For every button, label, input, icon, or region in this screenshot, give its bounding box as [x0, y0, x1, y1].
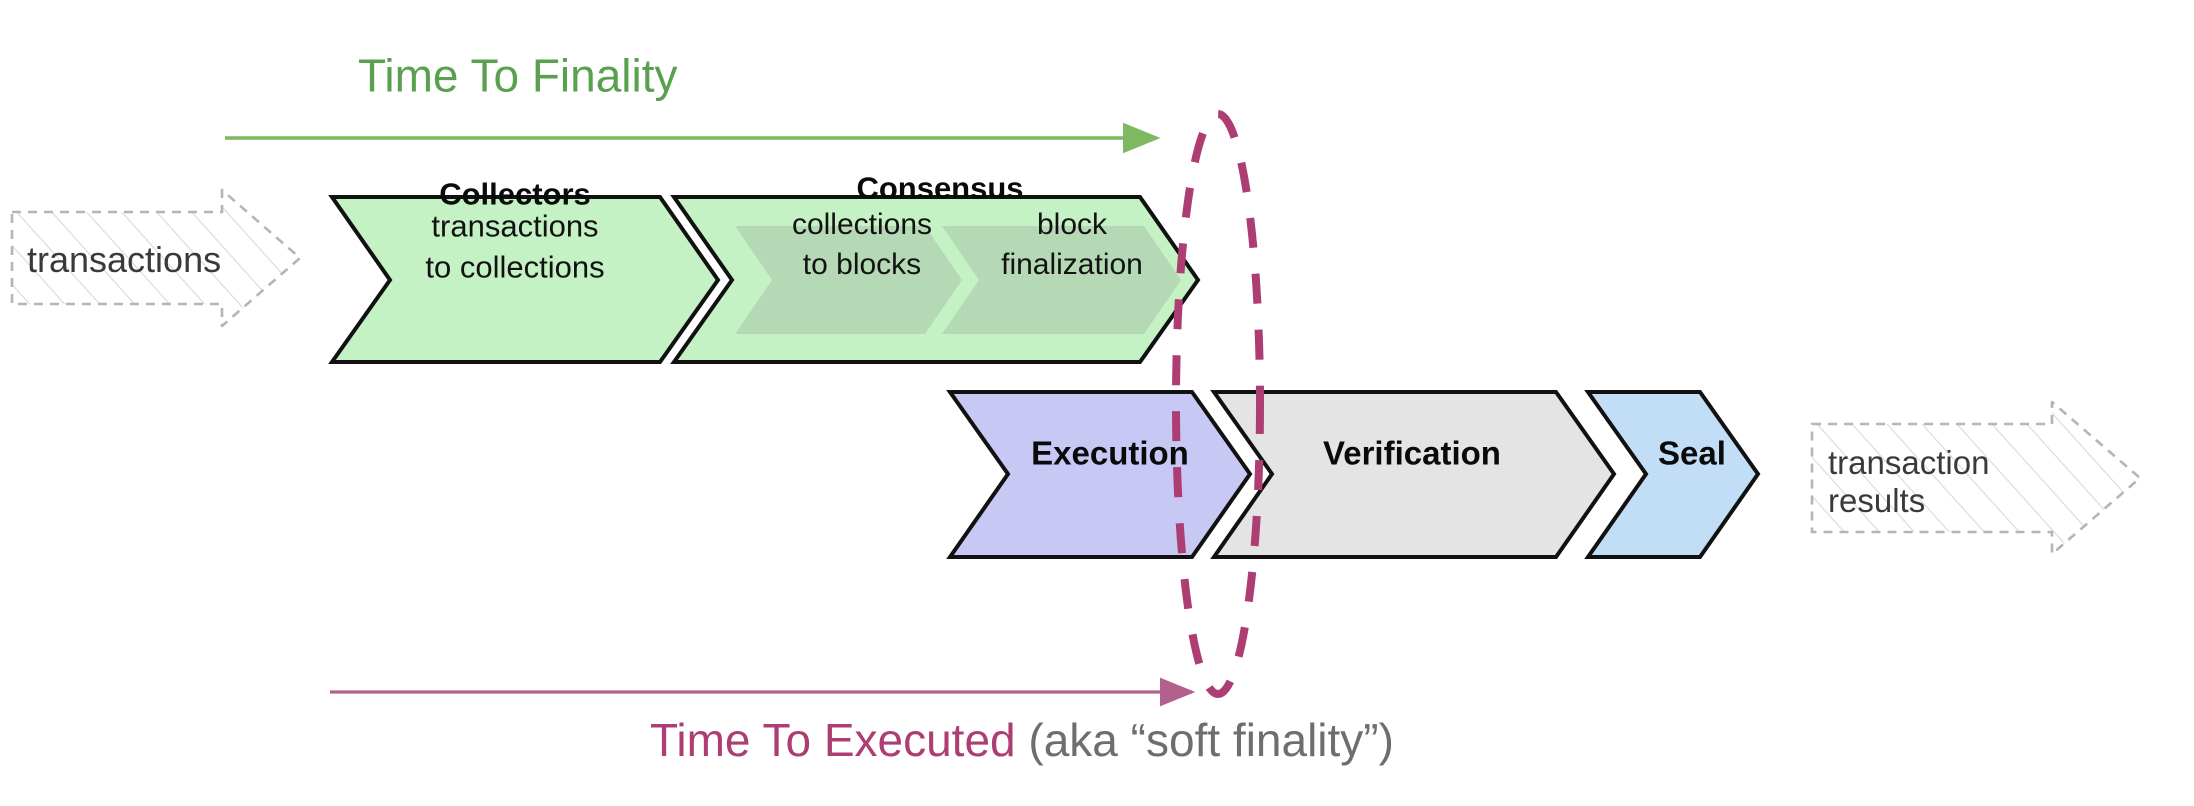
time-to-finality-label: Time To Finality — [358, 50, 678, 102]
ghost-arrow-shape — [10, 188, 302, 328]
stage-consensus[interactable]: Consensus collections to blocks block fi… — [670, 170, 1201, 364]
stage-execution[interactable]: Execution — [946, 390, 1253, 559]
transaction-results-label-line-2: results — [1828, 482, 1925, 519]
collections-to-blocks-shape[interactable] — [735, 226, 962, 334]
transaction-results-label-line-1: transaction — [1828, 444, 1989, 481]
collectors-subtitle-line-1: transactions — [431, 208, 598, 243]
collections-to-blocks-line-1: collections — [792, 208, 932, 241]
block-finalization-line-2: finalization — [1001, 248, 1143, 281]
block-finalization-shape[interactable] — [942, 226, 1181, 334]
consensus-title: Consensus — [856, 170, 1023, 205]
time-to-executed-annotation: Time To Executed (aka “soft finality”) — [330, 677, 1394, 766]
substage-collections-to-blocks[interactable]: collections to blocks — [735, 208, 962, 334]
execution-title: Execution — [1031, 435, 1189, 472]
collectors-title: Collectors — [439, 176, 591, 211]
stage-collectors[interactable]: Collectors transactions to collections — [328, 176, 721, 364]
execution-chevron-shape[interactable] — [946, 390, 1253, 559]
transaction-results-output-ghost: transaction results — [1810, 400, 2142, 556]
time-to-executed-caption: Time To Executed (aka “soft finality”) — [650, 714, 1394, 766]
collections-to-blocks-line-2: to blocks — [803, 248, 921, 281]
ghost-arrow-shape — [1810, 400, 2142, 556]
collectors-subtitle-line-2: to collections — [425, 249, 604, 284]
substage-block-finalization[interactable]: block finalization — [942, 208, 1181, 334]
stage-seal[interactable]: Seal — [1584, 390, 1761, 559]
seal-title: Seal — [1658, 435, 1726, 472]
finality-boundary-ellipse-icon — [1172, 110, 1264, 698]
collectors-chevron-shape[interactable] — [328, 195, 721, 364]
block-finalization-line-1: block — [1037, 208, 1108, 241]
verification-chevron-shape[interactable] — [1210, 390, 1617, 559]
verification-title: Verification — [1323, 435, 1501, 472]
soft-finality-note: (aka “soft finality”) — [1016, 714, 1394, 766]
time-to-executed-label: Time To Executed — [650, 714, 1016, 766]
time-to-finality-annotation: Time To Finality — [225, 50, 1161, 154]
transactions-input-label: transactions — [27, 239, 221, 280]
transactions-input-ghost: transactions — [10, 188, 302, 328]
seal-chevron-shape[interactable] — [1584, 390, 1761, 559]
stage-verification[interactable]: Verification — [1210, 390, 1617, 559]
